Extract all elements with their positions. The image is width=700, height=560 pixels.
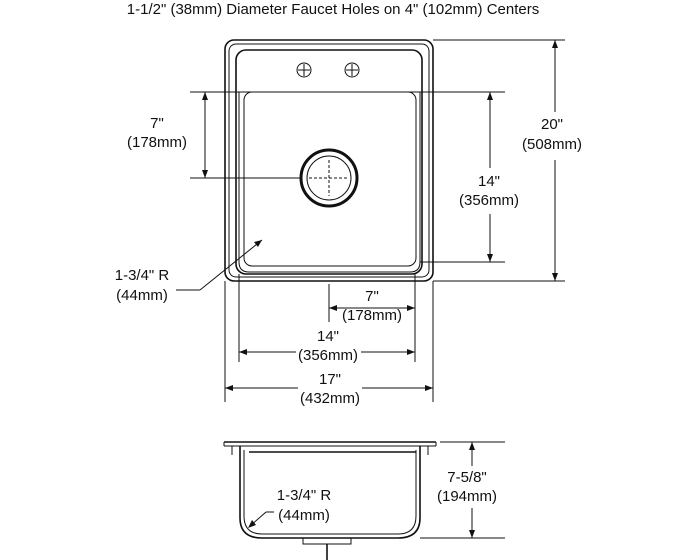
- sink-deck: [235, 49, 423, 275]
- dim-label-corner-radius-top-mm: (44mm): [116, 287, 168, 304]
- faucet-hole-left: [296, 62, 312, 78]
- dim-label-overall-width-in: 17": [319, 371, 341, 388]
- dim-label-bowl-length-in: 14": [478, 173, 500, 190]
- dim-bowl-depth-front: [190, 91, 300, 179]
- drain: [299, 148, 359, 208]
- dim-drain-offset: [328, 274, 416, 322]
- sink-side-view: [223, 441, 437, 560]
- dim-label-bowl-length-mm: (356mm): [459, 192, 519, 209]
- dim-overall-width: [224, 281, 434, 402]
- dim-bowl-depth-side: [420, 441, 505, 539]
- leader-corner-radius-top: [176, 239, 263, 291]
- bowl-profile-inner: [243, 450, 417, 535]
- leader-corner-radius-side: [248, 511, 274, 528]
- dim-label-corner-radius-side-mm: (44mm): [278, 507, 330, 524]
- dim-label-corner-radius-top-in: 1-3/4" R: [115, 267, 170, 284]
- bowl-outer-wall: [238, 92, 421, 273]
- bowl-outline: [243, 91, 417, 267]
- dim-label-overall-length-mm: (508mm): [522, 136, 582, 153]
- dim-label-drain-offset-mm: (178mm): [342, 307, 402, 324]
- dim-bowl-width: [238, 274, 416, 362]
- dim-label-bowl-depth-side-mm: (194mm): [437, 488, 497, 505]
- dim-overall-length: [433, 39, 565, 282]
- faucet-hole-note: 1-1/2" (38mm) Diameter Faucet Holes on 4…: [127, 1, 539, 18]
- dim-label-overall-length-in: 20": [541, 116, 563, 133]
- faucet-hole-right: [344, 62, 360, 78]
- dim-bowl-length: [420, 91, 505, 263]
- dim-label-bowl-width-mm: (356mm): [298, 347, 358, 364]
- sink-outer-rim: [224, 39, 434, 282]
- dim-label-corner-radius-side-in: 1-3/4" R: [277, 487, 332, 504]
- dim-label-overall-width-mm: (432mm): [300, 390, 360, 407]
- dim-label-bowl-depth-mm: (178mm): [127, 134, 187, 151]
- drain-flange: [302, 537, 352, 545]
- dim-label-bowl-depth-in: 7": [150, 115, 164, 132]
- dim-label-bowl-width-in: 14": [317, 328, 339, 345]
- dim-label-drain-offset-in: 7": [365, 288, 379, 305]
- dim-label-bowl-depth-side-in: 7-5/8": [447, 469, 487, 486]
- sink-rim-inner-edge: [228, 43, 430, 278]
- sink-top-view: [224, 39, 434, 282]
